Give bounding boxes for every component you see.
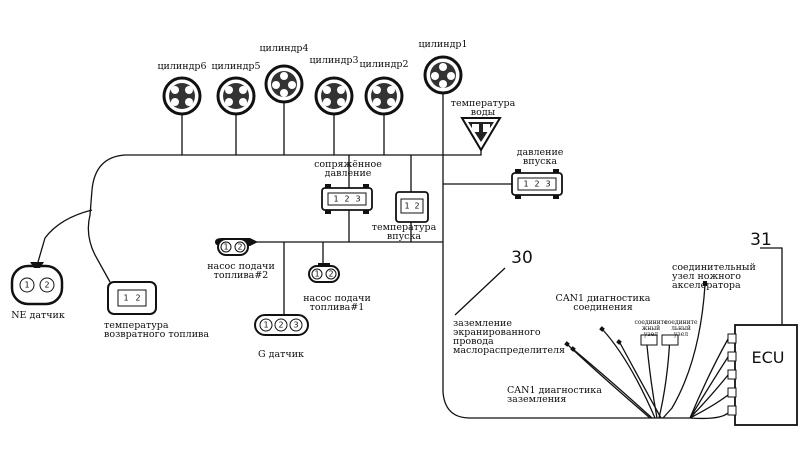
- pin-label: 1: [523, 180, 528, 189]
- cylinder2-connector: [364, 76, 404, 116]
- cylinder2-label: цилиндр2: [359, 59, 409, 70]
- ecu-unit: [727, 324, 798, 426]
- pin-label: 2: [44, 281, 49, 290]
- pin-label: 2: [328, 270, 333, 279]
- cylinder4-label: цилиндр4: [259, 43, 309, 54]
- reference-number-30: 30: [511, 248, 533, 268]
- ref-30-leader: [454, 267, 506, 316]
- water-temp-sensor: [460, 117, 502, 152]
- boost-pressure-label: сопряжённое давление: [314, 159, 382, 179]
- water-temp-label: температура воды: [450, 98, 516, 118]
- pin-label: 3: [293, 321, 298, 330]
- small-connector-b-label: соедините льный узел: [664, 319, 698, 338]
- ne-sensor-branch-wire: [37, 209, 93, 263]
- small-connector-a-label: соедините жный узел: [634, 319, 668, 338]
- harness-down-wire: [442, 90, 650, 419]
- ecu-label: ECU: [751, 348, 785, 367]
- cylinder5-connector: [216, 76, 256, 116]
- pin-label: 2: [135, 294, 140, 303]
- pump1-label: насос подачи топлива#1: [303, 293, 371, 313]
- ne-sensor-connector: 1 2: [10, 262, 64, 306]
- reference-number-31: 31: [750, 230, 772, 250]
- g-sensor-label: G датчик: [258, 349, 304, 360]
- pin-label: 1: [333, 195, 338, 204]
- small-connector-b: [661, 334, 679, 346]
- fuel-pump2-connector: 1 2: [215, 238, 258, 256]
- pump2-label: насос подачи топлива#2: [207, 261, 275, 281]
- pin-label: 1: [24, 281, 29, 290]
- water-temp-wire: [443, 150, 482, 156]
- cylinder5-label: цилиндр5: [211, 61, 261, 72]
- pedal-node-label: соединительный узел ножного акселератора: [672, 262, 756, 291]
- pin-label: 2: [344, 195, 349, 204]
- pin-label: 1: [223, 243, 228, 252]
- cylinder3-label: цилиндр3: [309, 55, 359, 66]
- pin-label: 2: [414, 202, 419, 211]
- can1-connection-label: CAN1 диагностика соединения: [555, 293, 651, 313]
- intake-temp-label: температура впуска: [371, 222, 437, 242]
- pin-label: 1: [123, 294, 128, 303]
- fuel-pump1-connector: 1 2: [308, 263, 340, 283]
- pin-label: 2: [534, 180, 539, 189]
- cylinder4-connector: [264, 64, 304, 104]
- pin-label: 2: [278, 321, 283, 330]
- main-harness-wire: [87, 154, 443, 283]
- cylinder6-label: цилиндр6: [157, 61, 207, 72]
- pin-label: 3: [355, 195, 360, 204]
- shield-ground-label: заземление экранированного провода масло…: [453, 318, 565, 356]
- cylinder3-connector: [314, 76, 354, 116]
- cylinder1-label: цилиндр1: [418, 39, 468, 50]
- small-connector-a: [640, 334, 658, 346]
- can1-ground-label: CAN1 диагностика заземления: [507, 385, 602, 405]
- pin-label: 2: [237, 243, 242, 252]
- pin-label: 1: [314, 270, 319, 279]
- return-fuel-temp-label: температура возвратного топлива: [104, 320, 210, 340]
- intake-pressure-label: давление впуска: [516, 147, 564, 167]
- g-sensor-connector: 1 2 3: [254, 314, 309, 336]
- intake-pressure-sensor: 1 2 3: [511, 169, 563, 199]
- ne-sensor-label: NE датчик: [11, 310, 65, 321]
- cylinder1-connector: [423, 55, 463, 95]
- intake-temp-sensor: 1 2: [395, 191, 429, 223]
- pin-label: 1: [263, 321, 268, 330]
- cylinder6-connector: [162, 76, 202, 116]
- return-fuel-temp-connector: 1 2: [107, 281, 157, 315]
- ref-31-leader: [760, 247, 783, 325]
- pin-label: 3: [545, 180, 550, 189]
- pin-label: 1: [404, 202, 409, 211]
- boost-pressure-sensor: 1 2 3: [321, 184, 373, 214]
